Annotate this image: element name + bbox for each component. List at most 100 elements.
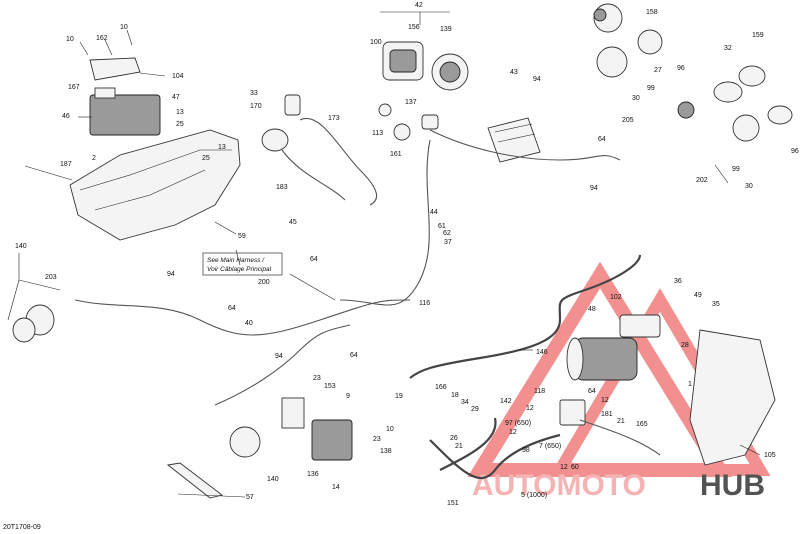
ecm-module [487, 117, 541, 163]
part-label-l63: 57 [246, 494, 254, 501]
part-label-l19: 33 [250, 90, 258, 97]
part-label-l13: 187 [60, 161, 72, 168]
part-label-l48: 203 [45, 274, 57, 281]
main-harness-note: See Main Harness / Voir Câblage Principa… [202, 252, 283, 276]
part-label-l54: 64 [350, 352, 358, 359]
part-label-l95: 21 [455, 443, 463, 450]
note-line-2: Voir Câblage Principal [207, 266, 272, 273]
part-label-l46: 37 [444, 239, 452, 246]
part-label-l09: 25 [176, 121, 184, 128]
part-label-l38: 94 [590, 185, 598, 192]
part-label-l23: 137 [405, 99, 417, 106]
part-label-l98: 5 (1000) [521, 492, 547, 499]
part-label-l31: 159 [752, 32, 764, 39]
part-label-l86: 142 [500, 398, 512, 405]
part-label-l83: 18 [451, 392, 459, 399]
part-label-l90: 26 [450, 435, 458, 442]
part-label-l93: 23 [373, 436, 381, 443]
part-label-l06: 47 [172, 94, 180, 101]
part-label-l70: 48 [588, 306, 596, 313]
part-label-l05: 167 [68, 84, 80, 91]
part-label-l77: 181 [601, 411, 613, 418]
watermark-text-hub: HUB [700, 469, 765, 502]
part-label-l58: 153 [324, 383, 336, 390]
part-label-l92: 7 (650) [539, 443, 561, 450]
part-label-l53: 40 [245, 320, 253, 327]
part-label-l80: 105 [764, 452, 776, 459]
part-label-l33: 96 [677, 65, 685, 72]
part-label-l43: 44 [430, 209, 438, 216]
part-label-l27: 43 [510, 69, 518, 76]
part-label-l50: 200 [258, 279, 270, 286]
part-label-l49: 94 [167, 271, 175, 278]
part-label-l36: 205 [622, 117, 634, 124]
part-label-l44: 61 [438, 223, 446, 230]
part-label-l25: 183 [276, 184, 288, 191]
part-label-l56: 94 [275, 353, 283, 360]
part-label-l40: 30 [745, 183, 753, 190]
part-label-l41: 99 [732, 166, 740, 173]
part-label-l07: 46 [62, 113, 70, 120]
part-label-l60: 140 [267, 476, 279, 483]
part-label-l65: 146 [536, 349, 548, 356]
part-label-l14: 59 [238, 233, 246, 240]
headlight-housings [593, 3, 793, 142]
part-label-l39: 202 [696, 177, 708, 184]
part-label-l35: 30 [632, 95, 640, 102]
part-label-l20: 170 [250, 103, 262, 110]
part-label-l18: 139 [440, 26, 452, 33]
part-label-l72: 1 [688, 381, 692, 388]
part-label-l45: 62 [443, 230, 451, 237]
part-label-l29: 158 [646, 9, 658, 16]
part-label-l96: 12 [560, 464, 568, 471]
part-label-l47: 140 [15, 243, 27, 250]
part-label-l76: 12 [526, 405, 534, 412]
part-label-l55: 116 [419, 300, 430, 307]
leader-lines [7, 11, 761, 498]
part-label-l10: 13 [218, 144, 226, 151]
part-label-l37: 64 [598, 136, 606, 143]
part-label-l71: 28 [681, 342, 689, 349]
part-label-l52: 64 [228, 305, 236, 312]
part-label-l79: 165 [636, 421, 648, 428]
part-label-l78: 21 [617, 418, 625, 425]
figure-code: 20T1708-09 [3, 524, 41, 531]
part-label-l84: 34 [461, 399, 469, 406]
part-label-l30: 27 [654, 67, 662, 74]
part-label-l82: 19 [395, 393, 403, 400]
part-label-l81: 166 [435, 384, 447, 391]
part-label-l11: 25 [202, 155, 210, 162]
fuse-block-assembly [382, 41, 469, 91]
part-label-l94: 138 [380, 448, 392, 455]
part-label-l51: 64 [310, 256, 318, 263]
part-label-l02: 10 [120, 24, 128, 31]
part-label-l04: 104 [172, 73, 184, 80]
part-label-l67: 102 [610, 294, 622, 301]
part-label-l88: 12 [509, 429, 517, 436]
part-label-l89: 10 [386, 426, 394, 433]
part-label-l34: 99 [647, 85, 655, 92]
part-label-l91: 98 [522, 447, 530, 454]
watermark-logo: AUTOMOTO HUB [467, 261, 771, 502]
part-label-l01: 10 [66, 36, 74, 43]
part-label-l97: 60 [571, 464, 579, 471]
part-label-l24: 161 [390, 151, 402, 158]
part-label-l15: 42 [415, 2, 423, 9]
part-label-l68: 49 [694, 292, 702, 299]
part-label-l03: 162 [96, 35, 108, 42]
part-label-l22: 113 [372, 130, 383, 137]
part-label-l74: 12 [601, 397, 609, 404]
part-label-l75: 118 [534, 388, 545, 395]
part-label-l87: 97 (650) [505, 420, 531, 427]
battery-tray-assembly [69, 57, 241, 241]
note-line-1: See Main Harness / [207, 257, 265, 264]
part-label-l73: 64 [588, 388, 596, 395]
part-label-l08: 13 [176, 109, 184, 116]
part-label-l62: 14 [332, 484, 340, 491]
part-label-l69: 35 [712, 301, 720, 308]
part-label-l28: 94 [533, 76, 541, 83]
part-label-l26: 45 [289, 219, 297, 226]
